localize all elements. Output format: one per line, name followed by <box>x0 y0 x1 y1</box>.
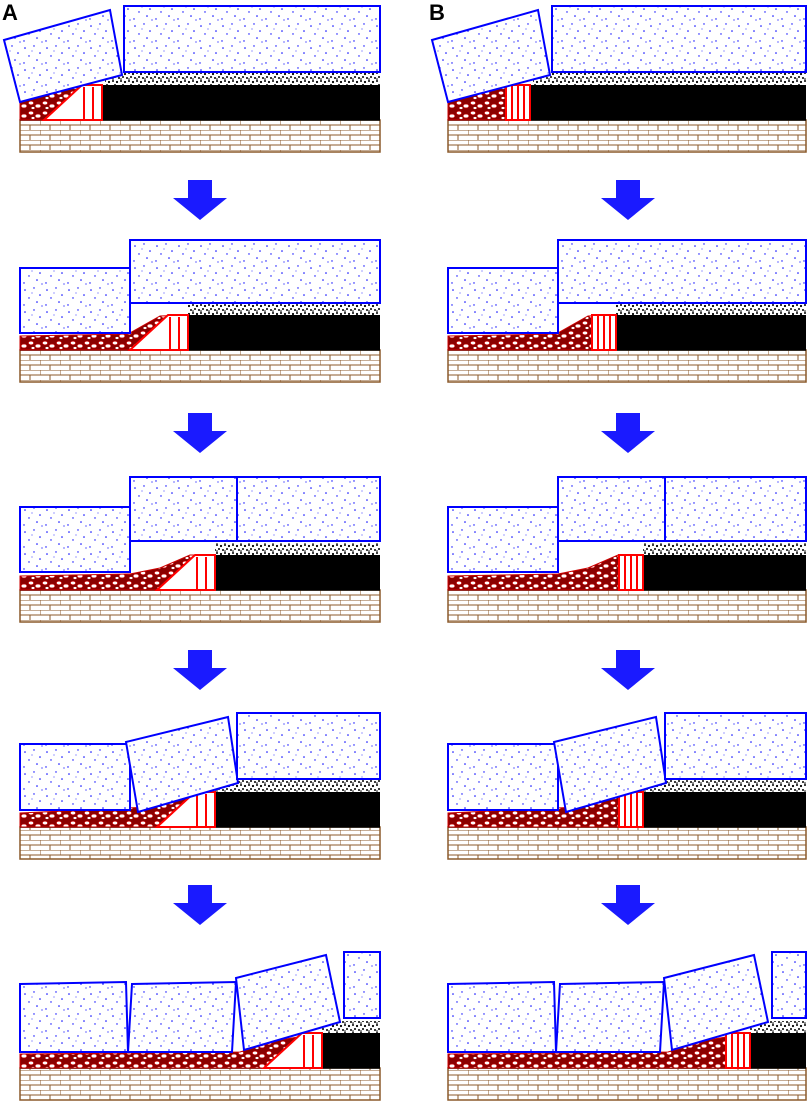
down-arrow-icon <box>173 650 227 690</box>
rock-block-tilted <box>552 715 668 814</box>
top-coal-layer <box>105 73 380 85</box>
hydraulic-support <box>41 84 103 121</box>
floor-strata <box>447 589 807 623</box>
floor-strata <box>447 1067 807 1101</box>
floor-strata <box>19 119 381 153</box>
rock-block-tilted <box>2 8 124 104</box>
down-arrow-icon <box>601 885 655 925</box>
rock-block-tilted <box>234 953 342 1052</box>
hydraulic-support <box>618 791 644 828</box>
rock-block-caved <box>19 506 131 573</box>
coal-seam <box>643 792 806 827</box>
panel-label-b: B <box>429 0 445 25</box>
down-arrow-icon <box>601 180 655 220</box>
rock-block-roof <box>664 476 807 542</box>
rock-block-roof <box>129 239 381 304</box>
coal-seam <box>188 315 380 350</box>
rock-block-caved <box>447 267 559 334</box>
hydraulic-support <box>725 1032 751 1069</box>
coal-seam <box>215 792 380 827</box>
support-shield <box>261 1032 323 1069</box>
hydraulic-support <box>154 791 216 828</box>
rock-block-caved <box>126 980 238 1053</box>
coal-seam <box>322 1033 380 1068</box>
support-shield <box>154 554 216 591</box>
rock-block-roof <box>236 712 381 780</box>
top-coal-layer <box>188 303 380 315</box>
down-arrow-icon <box>173 885 227 925</box>
hydraulic-support <box>505 84 531 121</box>
rock-block-caved <box>19 743 131 811</box>
floor-strata <box>19 349 381 383</box>
hydraulic-support <box>261 1032 323 1069</box>
hydraulic-support <box>591 314 617 351</box>
rock-block-roof <box>771 951 807 1019</box>
hydraulic-support <box>618 554 644 591</box>
panel-b <box>430 5 807 1101</box>
top-coal-layer <box>643 780 806 792</box>
rock-block-caved <box>19 980 130 1053</box>
down-arrow-icon <box>173 413 227 453</box>
rock-block-roof <box>236 476 381 542</box>
rock-block-roof <box>343 951 381 1019</box>
down-arrow-icon <box>601 650 655 690</box>
floor-strata <box>447 349 807 383</box>
hydraulic-support <box>127 314 189 351</box>
rock-block-tilted <box>430 8 552 104</box>
rock-block-caved <box>447 743 559 811</box>
panel-label-a: A <box>2 0 18 25</box>
down-arrow-icon <box>173 180 227 220</box>
panel-a <box>2 5 381 1101</box>
rock-block-roof <box>664 712 807 780</box>
top-coal-layer <box>533 73 806 85</box>
top-coal-layer <box>643 543 806 555</box>
rock-block-roof <box>123 5 381 73</box>
down-arrow-icon <box>601 413 655 453</box>
rock-block-roof <box>557 239 807 304</box>
support-shield <box>154 791 216 828</box>
support-shield <box>41 84 103 121</box>
top-coal-layer <box>215 543 380 555</box>
rock-block-roof <box>551 5 807 73</box>
floor-strata <box>447 119 807 153</box>
top-coal-layer <box>616 303 806 315</box>
support-shield <box>127 314 189 351</box>
floor-strata <box>19 826 381 860</box>
hydraulic-support <box>154 554 216 591</box>
rock-block-caved <box>447 506 559 573</box>
coal-seam <box>643 555 806 590</box>
floor-strata <box>19 589 381 623</box>
rock-block-roof <box>557 476 666 542</box>
top-coal-layer <box>215 780 380 792</box>
coal-seam <box>102 85 380 120</box>
rock-block-tilted <box>662 953 770 1052</box>
rock-block-caved <box>19 267 131 334</box>
rock-block-roof <box>129 476 238 542</box>
rock-block-caved <box>447 980 558 1053</box>
coal-seam <box>530 85 806 120</box>
rock-block-caved <box>554 980 666 1053</box>
coal-seam <box>215 555 380 590</box>
coal-seam <box>616 315 806 350</box>
rock-block-tilted <box>124 715 240 814</box>
coal-seam <box>750 1033 806 1068</box>
floor-strata <box>19 1067 381 1101</box>
floor-strata <box>447 826 807 860</box>
